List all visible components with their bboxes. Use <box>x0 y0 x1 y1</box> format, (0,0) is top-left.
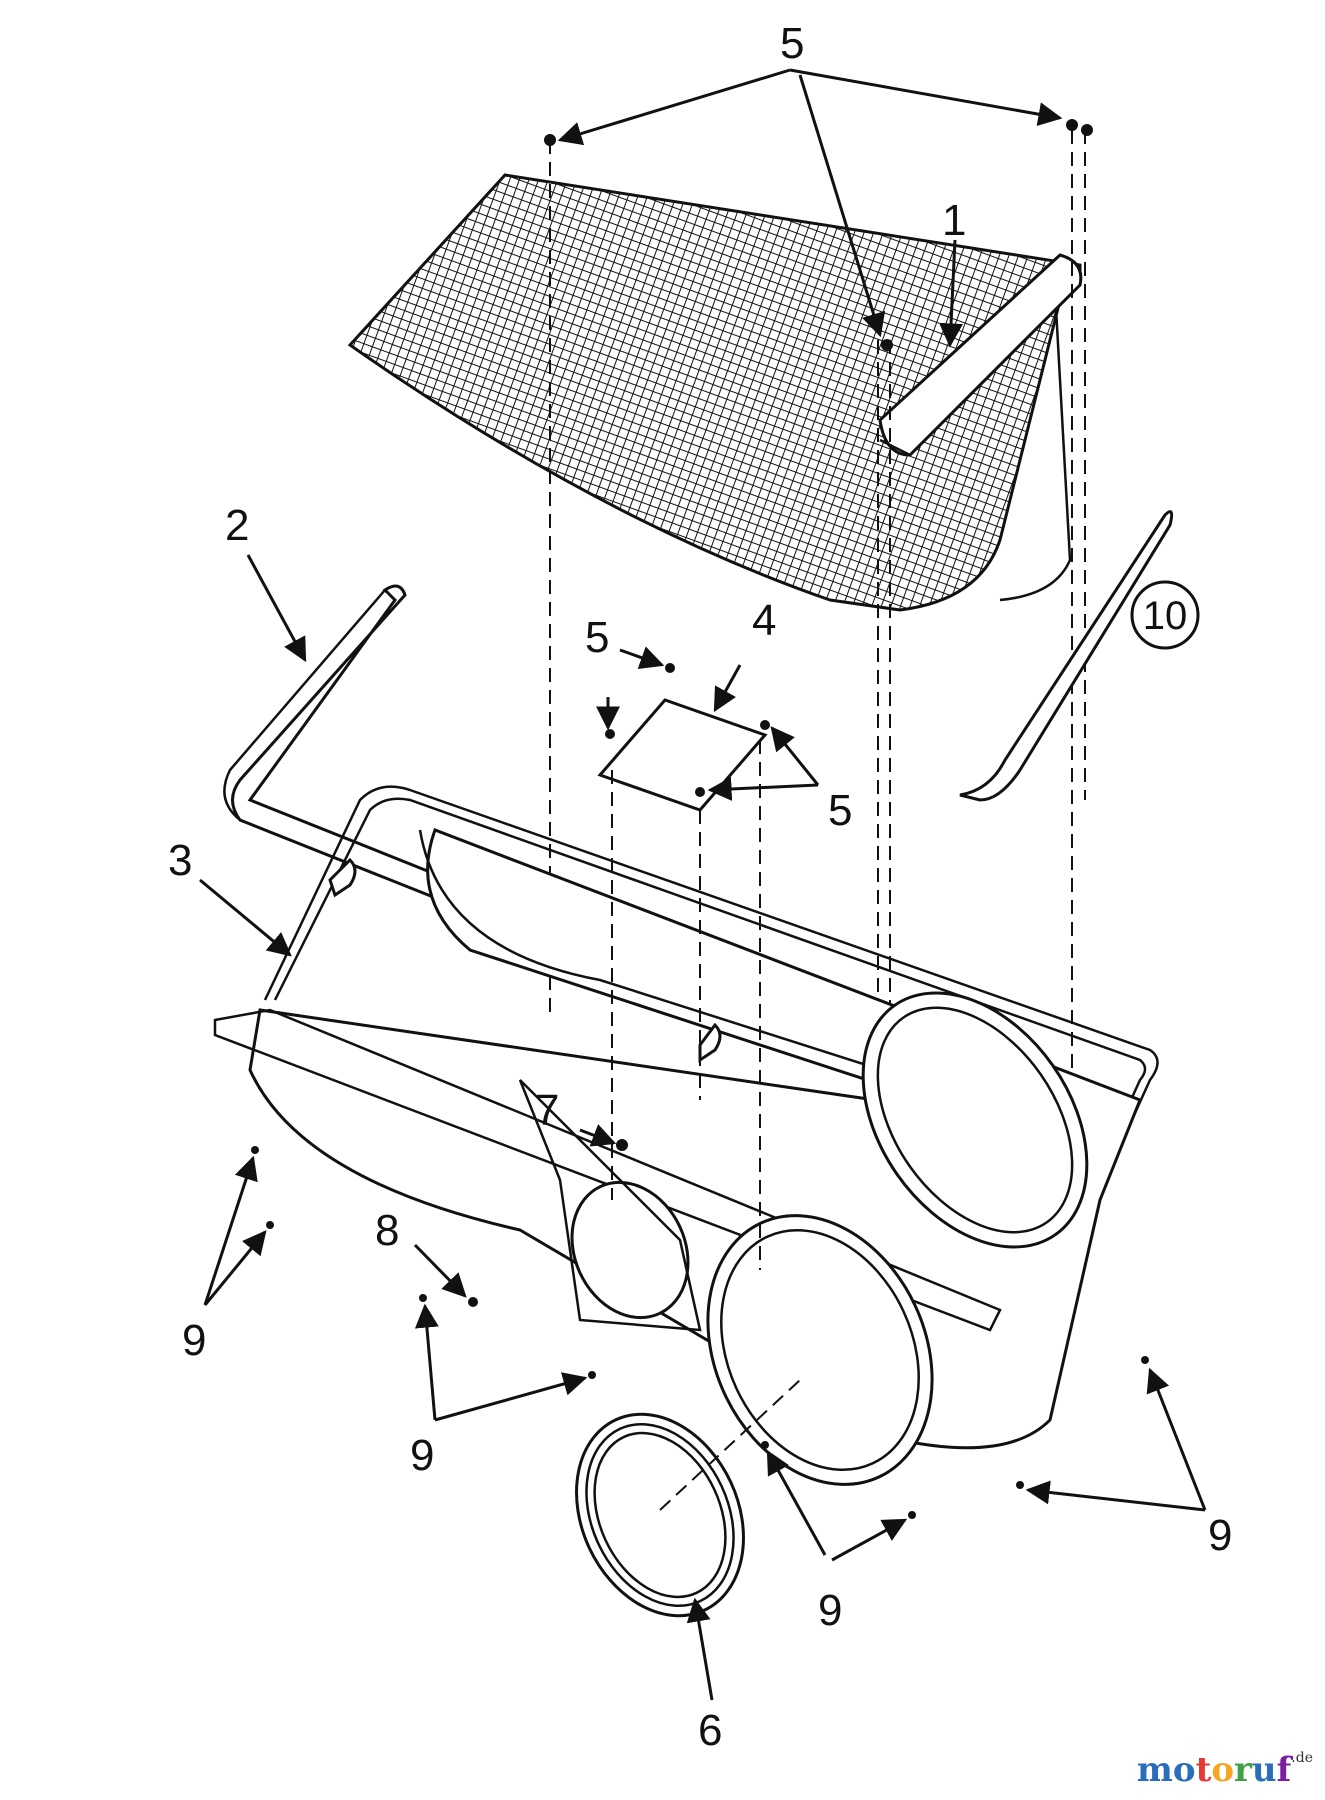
fasteners <box>251 119 1149 1519</box>
rail-brackets <box>328 857 722 1063</box>
callout-9-right: 9 <box>1208 1511 1232 1560</box>
callout-1: 1 <box>942 196 966 245</box>
watermark-text: motoruf <box>1136 1750 1292 1790</box>
callout-5-top: 5 <box>780 19 804 68</box>
callout-5-left: 5 <box>585 613 609 662</box>
callout-8: 8 <box>375 1206 399 1255</box>
watermark-suffix: .de <box>1291 1750 1313 1766</box>
leader-arrows <box>199 68 1207 1701</box>
callout-5-right: 5 <box>828 786 852 835</box>
svg-text:10: 10 <box>1143 594 1188 638</box>
callout-2: 2 <box>225 501 249 550</box>
watermark-logo: motoruf.de <box>1137 1750 1313 1790</box>
callout-labels: 1 2 3 4 5 5 5 6 7 8 9 9 9 9 10 <box>168 19 1232 1755</box>
callout-7: 7 <box>535 1086 559 1135</box>
callout-3: 3 <box>168 836 192 885</box>
mesh-cover-part-1 <box>347 173 1083 612</box>
frame-rail-part-3 <box>263 510 1174 1191</box>
callout-4: 4 <box>752 596 776 645</box>
callout-9-center: 9 <box>410 1431 434 1480</box>
callout-10: 10 <box>1130 580 1200 650</box>
callout-9-bottom: 9 <box>818 1586 842 1635</box>
hopper-body <box>213 828 1142 1486</box>
callout-9-left: 9 <box>182 1316 206 1365</box>
callout-6: 6 <box>698 1706 722 1755</box>
